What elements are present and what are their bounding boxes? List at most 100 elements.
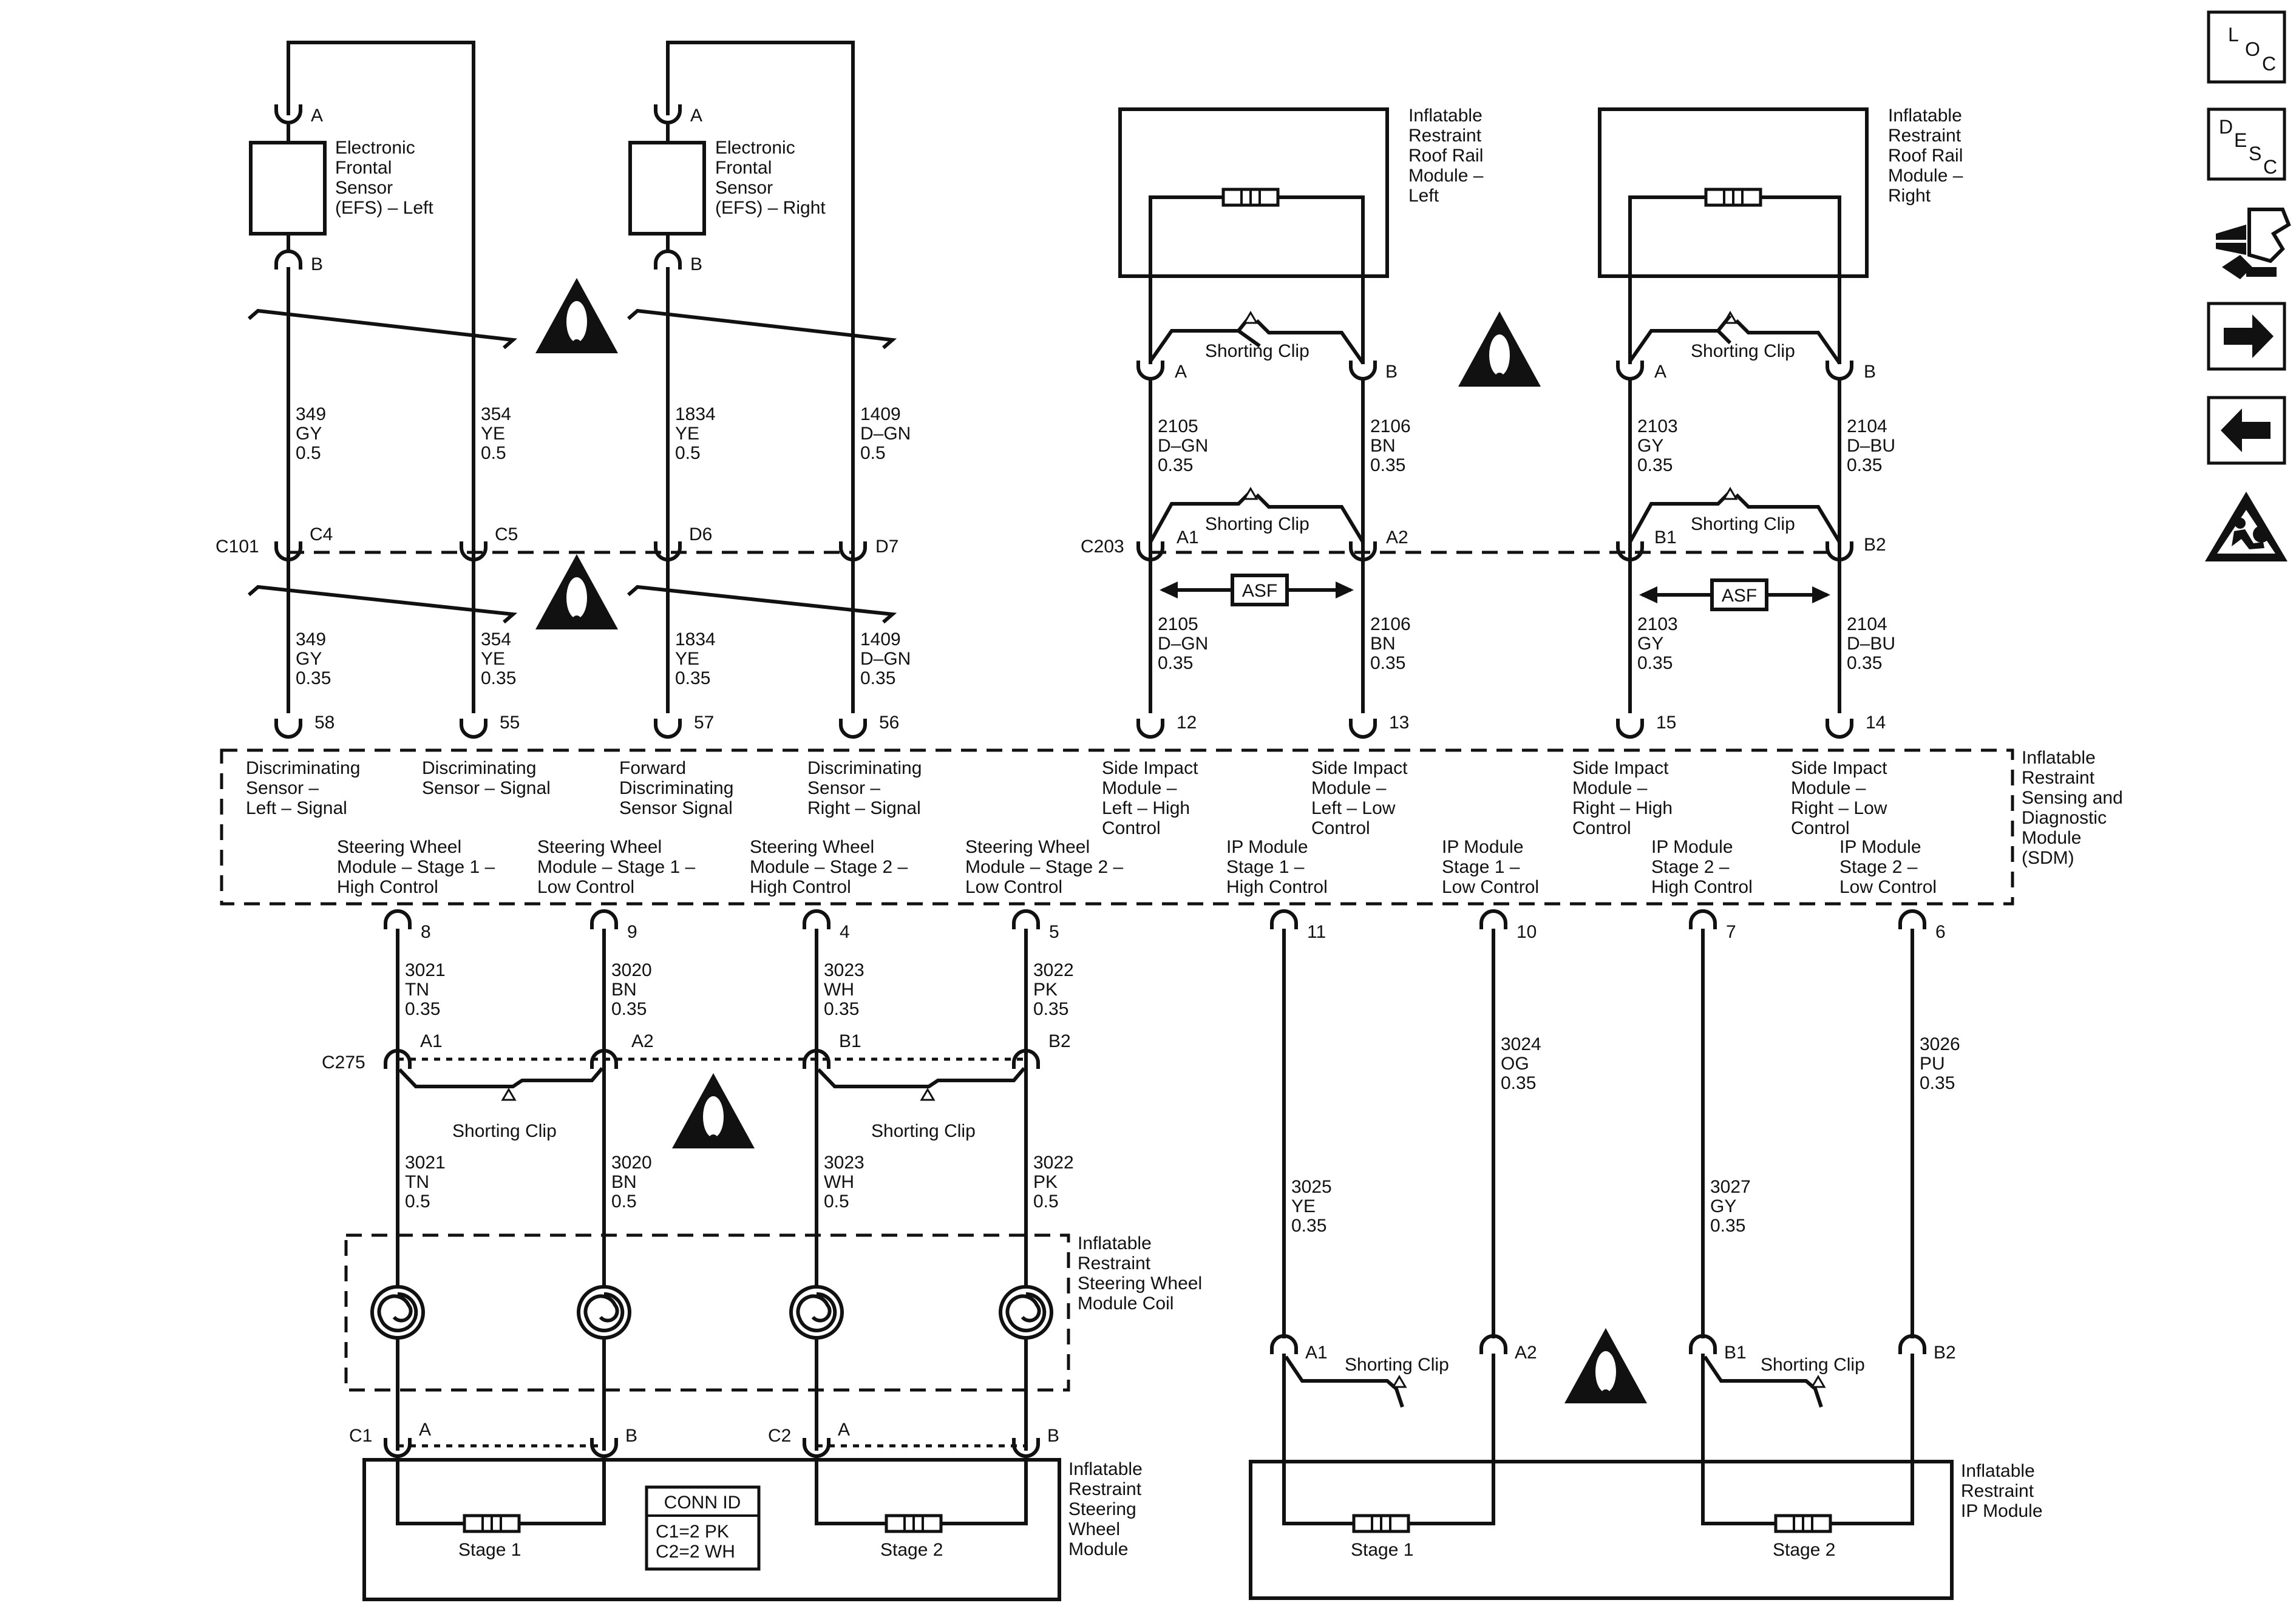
svg-text:C: C — [2262, 53, 2276, 75]
sdm-top-pins: 58 55 57 56 12 13 15 14 — [276, 713, 1886, 737]
svg-text:0.5: 0.5 — [675, 443, 701, 463]
previous-arrow-icon[interactable] — [2207, 396, 2286, 465]
roof-rail-upper-wire-labels: 2105 D–GN 0.35 2106 BN 0.35 2103 GY 0.35… — [1158, 416, 1895, 475]
desc-icon[interactable]: D E S C — [2207, 107, 2286, 181]
svg-text:3021: 3021 — [405, 1153, 446, 1173]
svg-text:PK: PK — [1033, 1172, 1058, 1192]
svg-text:BN: BN — [611, 980, 637, 1000]
roof-rail-left-shorting-clip-label: Shorting Clip — [1205, 341, 1309, 361]
warning-icon-efs-lower — [535, 554, 618, 629]
svg-text:2104: 2104 — [1847, 416, 1887, 436]
svg-text:0.35: 0.35 — [1637, 653, 1673, 673]
svg-text:0.5: 0.5 — [405, 1192, 430, 1212]
svg-text:Restraint: Restraint — [1408, 126, 1482, 146]
svg-text:3023: 3023 — [824, 1153, 864, 1173]
svg-text:D: D — [2219, 116, 2233, 138]
svg-text:0.35: 0.35 — [1291, 1216, 1326, 1236]
roof-rail-right-module: Inflatable Restraint Roof Rail Module – … — [1598, 106, 1963, 382]
asf-left-label: ASF — [1242, 581, 1277, 601]
svg-text:Forward: Forward — [619, 758, 686, 778]
airbag-warning-icon[interactable] — [2205, 492, 2288, 561]
svg-text:B: B — [625, 1426, 637, 1446]
svg-text:Side Impact: Side Impact — [1572, 758, 1669, 778]
svg-text:0.35: 0.35 — [675, 668, 710, 688]
svg-text:Module – Stage 1 –: Module – Stage 1 – — [337, 857, 495, 877]
svg-text:B1: B1 — [839, 1031, 861, 1051]
svg-text:D–GN: D–GN — [860, 424, 911, 444]
svg-text:Sensor – Signal: Sensor – Signal — [422, 778, 551, 798]
svg-text:0.5: 0.5 — [1033, 1192, 1059, 1212]
efs-wires — [248, 267, 897, 713]
svg-text:0.35: 0.35 — [824, 999, 859, 1019]
svg-text:3026: 3026 — [1920, 1034, 1960, 1054]
svg-text:Sensing and: Sensing and — [2022, 788, 2123, 808]
svg-text:A: A — [1654, 362, 1666, 382]
svg-text:0.5: 0.5 — [611, 1192, 637, 1212]
svg-text:0.35: 0.35 — [405, 999, 440, 1019]
ip-stage1-squib-icon — [1354, 1516, 1408, 1531]
svg-text:Discriminating: Discriminating — [619, 778, 733, 798]
svg-text:Module –: Module – — [1572, 778, 1648, 798]
svg-text:High Control: High Control — [1651, 877, 1753, 897]
efs-upper-wire-labels: 349 GY 0.5 354 YE 0.5 1834 YE 0.5 1409 D… — [296, 404, 911, 463]
svg-text:Module – Stage 1 –: Module – Stage 1 – — [537, 857, 696, 877]
svg-text:D–BU: D–BU — [1847, 634, 1895, 654]
svg-text:3025: 3025 — [1291, 1177, 1332, 1197]
roof-rail-wires — [1149, 379, 1841, 713]
svg-text:Discriminating: Discriminating — [807, 758, 922, 778]
svg-text:Stage 1 –: Stage 1 – — [1226, 857, 1305, 877]
svg-text:IP Module: IP Module — [1651, 837, 1733, 857]
svg-text:Left – Low: Left – Low — [1311, 798, 1396, 818]
svg-text:0.35: 0.35 — [481, 668, 516, 688]
connector-repair-icon[interactable] — [2216, 208, 2291, 279]
svg-text:YE: YE — [675, 649, 699, 669]
svg-text:GY: GY — [1637, 634, 1663, 654]
warning-icon-efs-upper — [535, 278, 618, 353]
svg-text:Diagnostic: Diagnostic — [2022, 808, 2107, 828]
steering-stage1-squib-icon — [464, 1516, 519, 1531]
svg-text:Module – Stage 2 –: Module – Stage 2 – — [965, 857, 1124, 877]
svg-text:3020: 3020 — [611, 1153, 652, 1173]
svg-text:349: 349 — [296, 404, 326, 424]
svg-text:Steering Wheel: Steering Wheel — [537, 837, 662, 857]
svg-text:C5: C5 — [495, 524, 518, 544]
svg-text:0.5: 0.5 — [481, 443, 506, 463]
svg-text:0.5: 0.5 — [860, 443, 886, 463]
svg-text:0.35: 0.35 — [1847, 653, 1882, 673]
svg-text:OG: OG — [1501, 1054, 1529, 1074]
svg-text:3021: 3021 — [405, 960, 446, 980]
next-arrow-icon[interactable] — [2207, 302, 2286, 371]
loc-icon[interactable]: L O C — [2207, 10, 2286, 84]
svg-text:Restraint: Restraint — [2022, 768, 2095, 788]
svg-text:0.5: 0.5 — [296, 443, 321, 463]
svg-text:Stage 2 –: Stage 2 – — [1839, 857, 1918, 877]
svg-text:Inflatable: Inflatable — [1078, 1233, 1152, 1253]
svg-text:3027: 3027 — [1710, 1177, 1751, 1197]
efs-left-label-2: Frontal — [335, 158, 392, 178]
svg-text:Shorting Clip: Shorting Clip — [1345, 1355, 1449, 1375]
svg-text:YE: YE — [481, 424, 505, 444]
svg-text:Left – Signal: Left – Signal — [246, 798, 347, 818]
svg-text:349: 349 — [296, 629, 326, 649]
svg-text:High Control: High Control — [750, 877, 851, 897]
svg-text:2104: 2104 — [1847, 614, 1887, 634]
svg-text:PU: PU — [1920, 1054, 1945, 1074]
svg-text:Inflatable: Inflatable — [1068, 1459, 1143, 1479]
svg-text:0.35: 0.35 — [296, 668, 331, 688]
svg-text:Right – High: Right – High — [1572, 798, 1673, 818]
svg-text:Left – High: Left – High — [1102, 798, 1190, 818]
svg-text:0.35: 0.35 — [1158, 455, 1193, 475]
svg-text:High Control: High Control — [337, 877, 438, 897]
steering-lower-wire-labels: 3021 TN 0.5 3020 BN 0.5 3023 WH 0.5 3022… — [405, 1153, 1074, 1212]
conn-id-box — [645, 1485, 761, 1571]
steering-wheel-module-coil: Inflatable Restraint Steering Wheel Modu… — [344, 1233, 1202, 1392]
svg-text:Module: Module — [2022, 828, 2081, 848]
connector-c203: C203 A1 A2 B1 B2 Shorting Clip Shorting … — [1081, 487, 1886, 560]
svg-text:Low Control: Low Control — [1839, 877, 1937, 897]
svg-text:Module –: Module – — [1791, 778, 1866, 798]
svg-text:YE: YE — [481, 649, 505, 669]
svg-text:Stage 1: Stage 1 — [458, 1540, 521, 1560]
svg-text:Module –: Module – — [1102, 778, 1177, 798]
svg-text:Right: Right — [1888, 186, 1931, 206]
svg-text:Steering Wheel: Steering Wheel — [965, 837, 1090, 857]
